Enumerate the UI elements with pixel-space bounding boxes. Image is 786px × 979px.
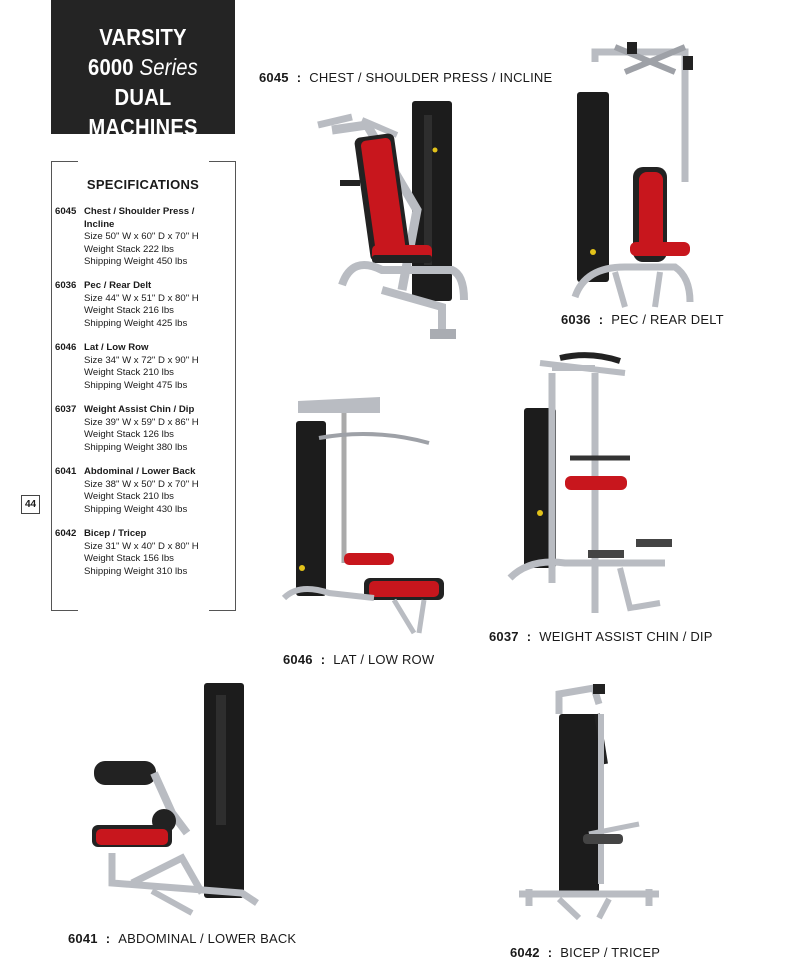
caption-separator: : xyxy=(105,931,111,946)
spec-name-cont: Incline xyxy=(84,218,115,230)
spec-size: Size 34" W x 72" D x 90" H xyxy=(84,354,199,366)
caption-separator: : xyxy=(296,70,302,85)
spec-weight-stack: Weight Stack 222 lbs xyxy=(84,243,174,255)
caption-6045: 6045: CHEST / SHOULDER PRESS / INCLINE xyxy=(259,70,552,85)
caption-6042: 6042: BICEP / TRICEP xyxy=(510,945,660,960)
spec-weight-stack: Weight Stack 210 lbs xyxy=(84,367,174,378)
caption-label: BICEP / TRICEP xyxy=(560,945,661,960)
caption-label: ABDOMINAL / LOWER BACK xyxy=(118,931,297,946)
caption-6041: 6041: ABDOMINAL / LOWER BACK xyxy=(68,931,296,946)
caption-label: CHEST / SHOULDER PRESS / INCLINE xyxy=(309,70,553,85)
caption-separator: : xyxy=(598,312,604,327)
title-series-number: 6000 xyxy=(88,54,134,80)
caption-6046: 6046: LAT / LOW ROW xyxy=(283,652,434,667)
specifications-frame-left xyxy=(51,161,236,611)
spec-shipping-weight: Shipping Weight 380 lbs xyxy=(84,441,188,453)
spec-code: 6042 xyxy=(55,528,77,539)
machine-6036-pec-rear-delt-image xyxy=(565,42,705,308)
spec-code: 6046 xyxy=(55,342,77,353)
machine-6046-lat-low-row-image xyxy=(281,393,444,653)
spec-weight-stack: Weight Stack 216 lbs xyxy=(84,305,174,316)
spec-code: 6041 xyxy=(55,466,77,477)
title-line-2: 6000 Series xyxy=(62,52,224,82)
machine-6037-weight-assist-chin-dip-image xyxy=(507,352,675,623)
spec-weight-stack: Weight Stack 156 lbs xyxy=(84,553,174,564)
title-series-word: Series xyxy=(139,54,198,80)
spec-code: 6045 xyxy=(55,206,77,217)
spec-weight-stack: Weight Stack 210 lbs xyxy=(84,491,174,502)
specifications-heading: SPECIFICATIONS xyxy=(86,177,200,192)
spec-name: Lat / Low Row xyxy=(84,342,149,353)
spec-size: Size 31" W x 40" D x 80" H xyxy=(84,540,199,552)
spec-shipping-weight: Shipping Weight 475 lbs xyxy=(84,379,188,391)
caption-label: PEC / REAR DELT xyxy=(611,312,724,327)
caption-label: WEIGHT ASSIST CHIN / DIP xyxy=(539,629,713,644)
caption-6036: 6036: PEC / REAR DELT xyxy=(561,312,724,327)
caption-separator: : xyxy=(526,629,532,644)
specifications-frame-right xyxy=(207,161,236,611)
caption-label: LAT / LOW ROW xyxy=(333,652,435,667)
caption-separator: : xyxy=(547,945,553,960)
machine-6042-bicep-tricep-image xyxy=(519,684,659,921)
spec-name: Chest / Shoulder Press / xyxy=(84,206,195,217)
spec-shipping-weight: Shipping Weight 450 lbs xyxy=(84,256,188,267)
caption-number: 6045 xyxy=(259,70,289,85)
spec-code: 6036 xyxy=(55,280,77,291)
spec-shipping-weight: Shipping Weight 310 lbs xyxy=(84,565,188,577)
spec-name: Pec / Rear Delt xyxy=(84,280,152,291)
machine-6045-chest-shoulder-press-image xyxy=(312,95,472,345)
caption-separator: : xyxy=(320,652,326,667)
title-line-1: VARSITY xyxy=(99,24,187,50)
spec-size: Size 44" W x 51" D x 80" H xyxy=(84,292,199,304)
spec-name: Weight Assist Chin / Dip xyxy=(84,404,195,415)
caption-number: 6037 xyxy=(489,629,519,644)
series-title-block: VARSITY 6000 Series DUAL MACHINES xyxy=(51,0,235,140)
spec-size: Size 38" W x 50" D x 70" H xyxy=(84,478,199,490)
caption-6037: 6037: WEIGHT ASSIST CHIN / DIP xyxy=(489,629,713,644)
spec-weight-stack: Weight Stack 126 lbs xyxy=(84,429,174,440)
spec-shipping-weight: Shipping Weight 430 lbs xyxy=(84,503,188,515)
spec-size: Size 50" W x 60" D x 70" H xyxy=(84,231,199,242)
caption-number: 6042 xyxy=(510,945,540,960)
caption-number: 6036 xyxy=(561,312,591,327)
spec-size: Size 39" W x 59" D x 86" H xyxy=(84,416,199,428)
spec-shipping-weight: Shipping Weight 425 lbs xyxy=(84,317,188,329)
caption-number: 6046 xyxy=(283,652,313,667)
spec-name: Abdominal / Lower Back xyxy=(84,466,196,477)
caption-number: 6041 xyxy=(68,931,98,946)
title-line-3: DUAL MACHINES xyxy=(88,84,198,140)
machine-6041-abdominal-lower-back-image xyxy=(92,683,267,923)
spec-name: Bicep / Tricep xyxy=(84,528,147,539)
page-number: 44 xyxy=(21,495,40,514)
spec-code: 6037 xyxy=(55,404,77,415)
